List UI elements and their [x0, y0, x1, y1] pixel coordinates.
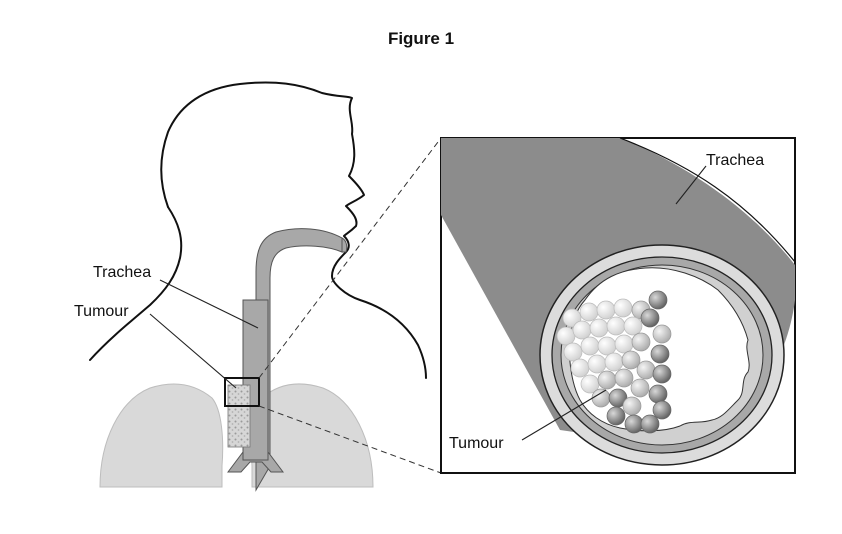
tumour-cell — [589, 318, 609, 338]
tumour-cell — [640, 414, 660, 434]
tumour-cell — [591, 388, 611, 408]
head-outline — [160, 81, 427, 379]
tumour-cell — [597, 336, 617, 356]
tumour-cell — [604, 352, 624, 372]
tumour-cell — [572, 320, 592, 340]
tumour-cell — [631, 332, 651, 352]
tumour-leader-line — [149, 313, 237, 389]
tumour-cell — [622, 396, 642, 416]
tumour-cell — [640, 308, 660, 328]
tumour-cell — [606, 406, 626, 426]
tumour-region — [227, 384, 251, 448]
tumour-cell — [570, 358, 590, 378]
inset-trachea-leader-line — [675, 165, 707, 205]
tumour-cell — [648, 384, 668, 404]
trachea-tube-edge — [619, 138, 795, 263]
tumour-cell — [596, 300, 616, 320]
tumour-cell — [623, 316, 643, 336]
left-lung — [99, 383, 224, 488]
tumour-cell — [587, 354, 607, 374]
neck-back-outline — [89, 206, 183, 361]
trachea-label: Trachea — [93, 264, 151, 281]
inset-trachea-label: Trachea — [706, 152, 764, 169]
tumour-cell — [613, 298, 633, 318]
tumour-label: Tumour — [74, 303, 129, 320]
tumour-cell — [556, 326, 576, 346]
mouth-airway — [341, 237, 348, 253]
tumour-cell — [650, 344, 670, 364]
tumour-cell — [648, 290, 668, 310]
tumour-cell — [652, 324, 672, 344]
tumour-cell — [614, 368, 634, 388]
figure-title: Figure 1 — [388, 29, 454, 48]
zoom-line-top — [258, 137, 442, 379]
inset-panel: Trachea Tumour — [440, 137, 796, 474]
tumour-cell — [580, 336, 600, 356]
inset-tumour-leader-line — [521, 389, 607, 441]
inset-tumour-label: Tumour — [449, 435, 504, 452]
tumour-cell — [652, 400, 672, 420]
tumour-cell — [652, 364, 672, 384]
tumour-cell — [606, 316, 626, 336]
tumour-cell — [621, 350, 641, 370]
trachea-leader-line — [159, 279, 259, 329]
tumour-cell-cluster — [556, 290, 672, 434]
tumour-cell — [597, 370, 617, 390]
tumour-cell — [624, 414, 644, 434]
tumour-cell — [630, 378, 650, 398]
zoom-line-bottom — [258, 405, 442, 474]
body-illustration: Trachea Tumour — [74, 81, 427, 492]
tumour-cell — [579, 302, 599, 322]
tumour-cell — [636, 360, 656, 380]
tumour-cell — [614, 334, 634, 354]
tumour-cell — [563, 342, 583, 362]
zoom-selection-box — [224, 377, 260, 407]
